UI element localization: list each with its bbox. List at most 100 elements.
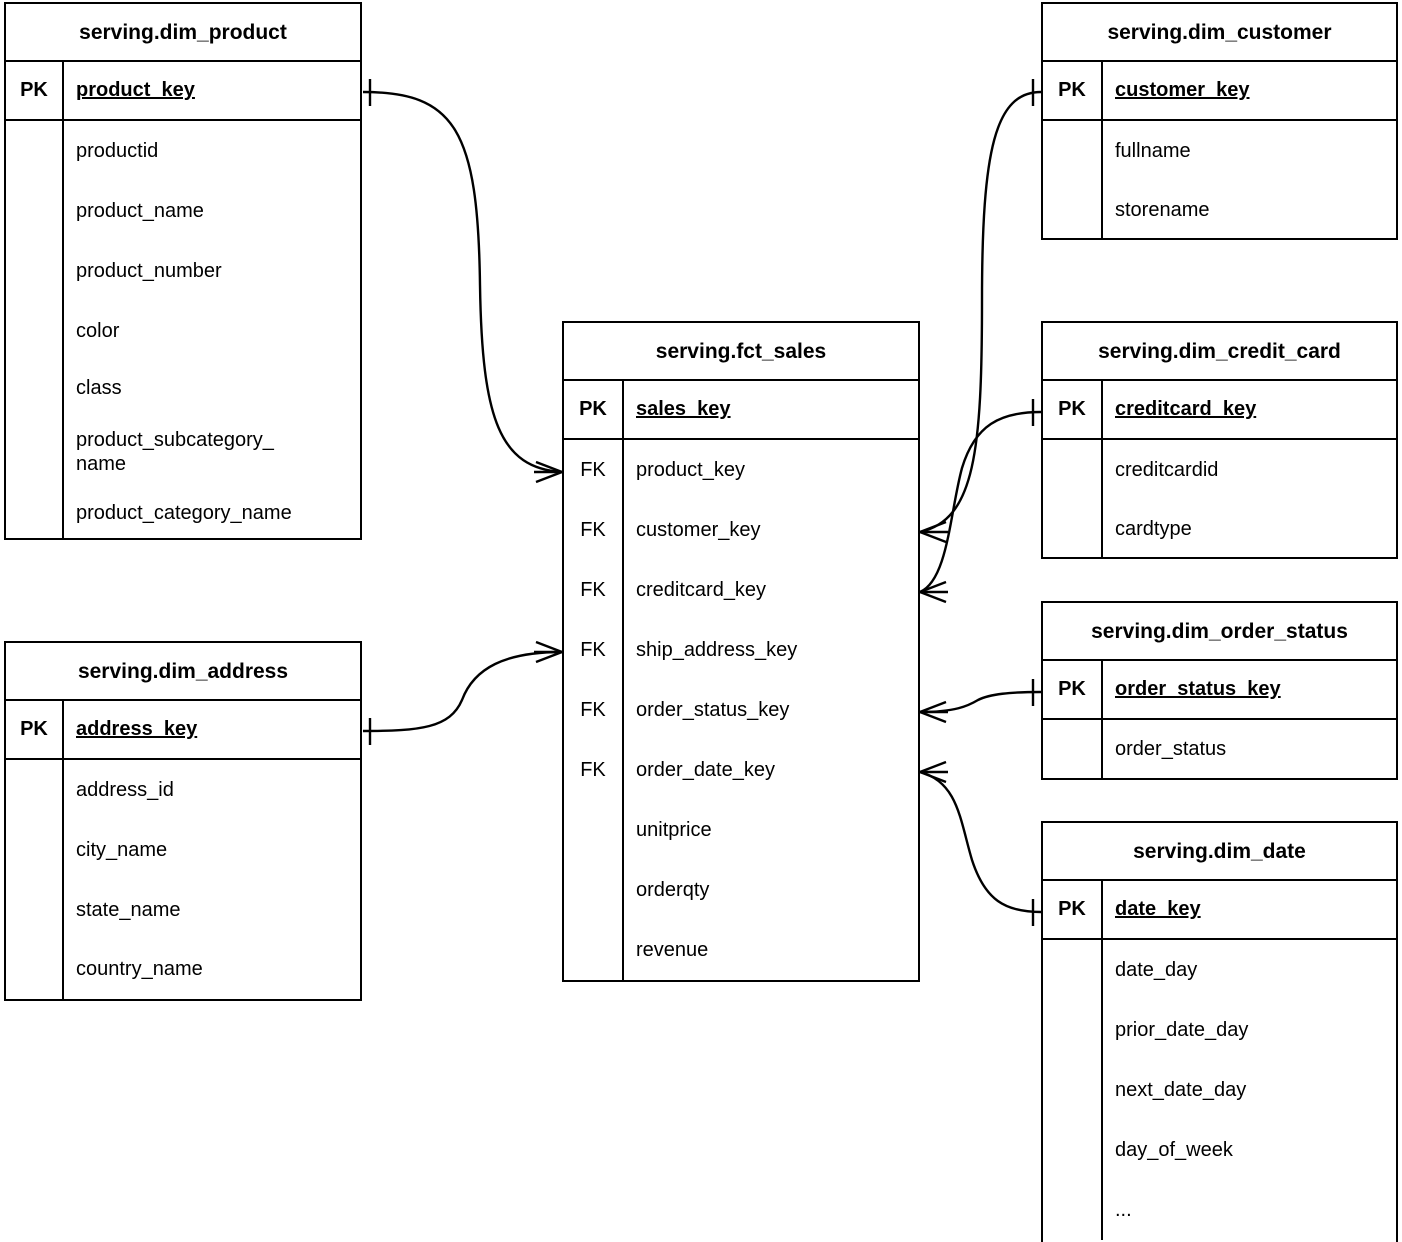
relationship-line-customer [919, 90, 1042, 534]
entity-dim-address[interactable]: serving.dim_address PK address_key addre… [4, 641, 362, 1001]
field-name-prior-date-day: prior_date_day [1101, 1000, 1396, 1060]
field-row-sales-key[interactable]: PK sales_key [564, 381, 918, 440]
key-badge-empty [1043, 1120, 1101, 1180]
key-badge-pk: PK [1058, 678, 1086, 700]
field-row-product-key[interactable]: FK product_key [564, 440, 918, 500]
field-name-customer-key: customer_key [622, 500, 918, 560]
crowfoot-prong-creditcard-upper [919, 580, 947, 594]
field-name-day-of-week: day_of_week [1101, 1120, 1396, 1180]
entity-title-dim-credit-card: serving.dim_credit_card [1043, 323, 1396, 381]
entity-title-dim-date: serving.dim_date [1043, 823, 1396, 881]
key-badge-pk: PK [1058, 898, 1086, 920]
field-name-date-day: date_day [1101, 940, 1396, 1000]
field-name-product-key: product_key [62, 62, 360, 119]
field-row-orderqty[interactable]: orderqty [564, 860, 918, 920]
field-row-ship-address-key[interactable]: FK ship_address_key [564, 620, 918, 680]
key-badge-empty [6, 488, 62, 538]
entity-dim-date[interactable]: serving.dim_date PK date_key date_day pr… [1041, 821, 1398, 1242]
field-name-ship-address-key: ship_address_key [622, 620, 918, 680]
field-row-cardtype[interactable]: cardtype [1043, 500, 1396, 559]
field-name-productid: productid [62, 121, 360, 181]
field-row-customer-key[interactable]: PK customer_key [1043, 62, 1396, 121]
field-row-day-of-week[interactable]: day_of_week [1043, 1120, 1396, 1180]
field-name-product-category-name: product_category_name [62, 488, 360, 538]
key-badge-empty [1043, 440, 1101, 500]
key-badge-empty [6, 416, 62, 488]
relationship-line-product [362, 90, 563, 474]
field-row-revenue[interactable]: revenue [564, 920, 918, 980]
field-row-creditcard-key[interactable]: FK creditcard_key [564, 560, 918, 620]
key-badge-fk: FK [580, 578, 606, 601]
field-row-storename[interactable]: storename [1043, 181, 1396, 240]
key-badge-pk: PK [20, 718, 48, 740]
field-row-class[interactable]: class [6, 361, 360, 416]
key-badge-empty [6, 760, 62, 820]
crowfoot-prong-orderstatus-lower [919, 710, 947, 724]
entity-rows-dim-customer: PK customer_key fullname storename [1043, 62, 1396, 240]
field-name-sales-key: sales_key [622, 381, 918, 438]
crowfoot-prong-creditcard-lower [919, 590, 947, 604]
field-row-product-key[interactable]: PK product_key [6, 62, 360, 121]
field-row-product-category-name[interactable]: product_category_name [6, 488, 360, 538]
field-row-creditcardid[interactable]: creditcardid [1043, 440, 1396, 500]
field-row-unitprice[interactable]: unitprice [564, 800, 918, 860]
entity-fct-sales[interactable]: serving.fct_sales PK sales_key FK produc… [562, 321, 920, 982]
field-row-fullname[interactable]: fullname [1043, 121, 1396, 181]
key-badge-empty [6, 820, 62, 880]
field-row-product-name[interactable]: product_name [6, 181, 360, 241]
entity-dim-credit-card[interactable]: serving.dim_credit_card PK creditcard_ke… [1041, 321, 1398, 559]
field-row-address-key[interactable]: PK address_key [6, 701, 360, 760]
field-row-creditcard-key[interactable]: PK creditcard_key [1043, 381, 1396, 440]
field-name-fullname: fullname [1101, 121, 1396, 181]
key-badge-fk: FK [580, 698, 606, 721]
field-row-product-number[interactable]: product_number [6, 241, 360, 301]
field-name-storename: storename [1101, 181, 1396, 240]
field-name-order-date-key: order_date_key [622, 740, 918, 800]
entity-title-dim-customer: serving.dim_customer [1043, 4, 1396, 62]
field-row-color[interactable]: color [6, 301, 360, 361]
field-row-order-status-key[interactable]: PK order_status_key [1043, 661, 1396, 720]
field-row-date-key[interactable]: PK date_key [1043, 881, 1396, 940]
field-row-customer-key[interactable]: FK customer_key [564, 500, 918, 560]
entity-title-dim-order-status: serving.dim_order_status [1043, 603, 1396, 661]
field-row-order-status[interactable]: order_status [1043, 720, 1396, 779]
entity-dim-product[interactable]: serving.dim_product PK product_key produ… [4, 2, 362, 540]
key-badge-empty [6, 880, 62, 940]
field-row-address-id[interactable]: address_id [6, 760, 360, 820]
relationship-product-to-sales [362, 79, 563, 484]
field-row-order-date-key[interactable]: FK order_date_key [564, 740, 918, 800]
field-row-order-status-key[interactable]: FK order_status_key [564, 680, 918, 740]
field-row-city-name[interactable]: city_name [6, 820, 360, 880]
field-name-order-status-key: order_status_key [1101, 661, 1396, 718]
field-name-next-date-day: next_date_day [1101, 1060, 1396, 1120]
entity-title-dim-address: serving.dim_address [6, 643, 360, 701]
field-row-state-name[interactable]: state_name [6, 880, 360, 940]
field-row-prior-date-day[interactable]: prior_date_day [1043, 1000, 1396, 1060]
entity-dim-customer[interactable]: serving.dim_customer PK customer_key ful… [1041, 2, 1398, 240]
crowfoot-prong-address-upper [535, 640, 563, 654]
field-row-date-day[interactable]: date_day [1043, 940, 1396, 1000]
crowfoot-prong-product-lower [535, 470, 563, 484]
field-name-creditcard-key: creditcard_key [1101, 381, 1396, 438]
key-badge-fk: FK [580, 758, 606, 781]
entity-rows-fct-sales: PK sales_key FK product_key FK customer_… [564, 381, 918, 980]
key-badge-empty [1043, 500, 1101, 559]
crowfoot-prong-customer-lower [919, 530, 947, 544]
field-name-product-number: product_number [62, 241, 360, 301]
field-row-product-subcategory-name[interactable]: product_subcategory_ name [6, 416, 360, 488]
field-row-ellipsis[interactable]: ... [1043, 1180, 1396, 1240]
key-badge-empty [1043, 1000, 1101, 1060]
field-row-productid[interactable]: productid [6, 121, 360, 181]
entity-rows-dim-order-status: PK order_status_key order_status [1043, 661, 1396, 779]
entity-dim-order-status[interactable]: serving.dim_order_status PK order_status… [1041, 601, 1398, 780]
field-row-next-date-day[interactable]: next_date_day [1043, 1060, 1396, 1120]
field-name-city-name: city_name [62, 820, 360, 880]
field-name-revenue: revenue [622, 920, 918, 980]
field-name-country-name: country_name [62, 940, 360, 999]
key-badge-pk: PK [579, 398, 607, 420]
field-row-country-name[interactable]: country_name [6, 940, 360, 999]
field-name-customer-key: customer_key [1101, 62, 1396, 119]
key-badge-empty [564, 860, 622, 920]
field-name-class: class [62, 361, 360, 416]
